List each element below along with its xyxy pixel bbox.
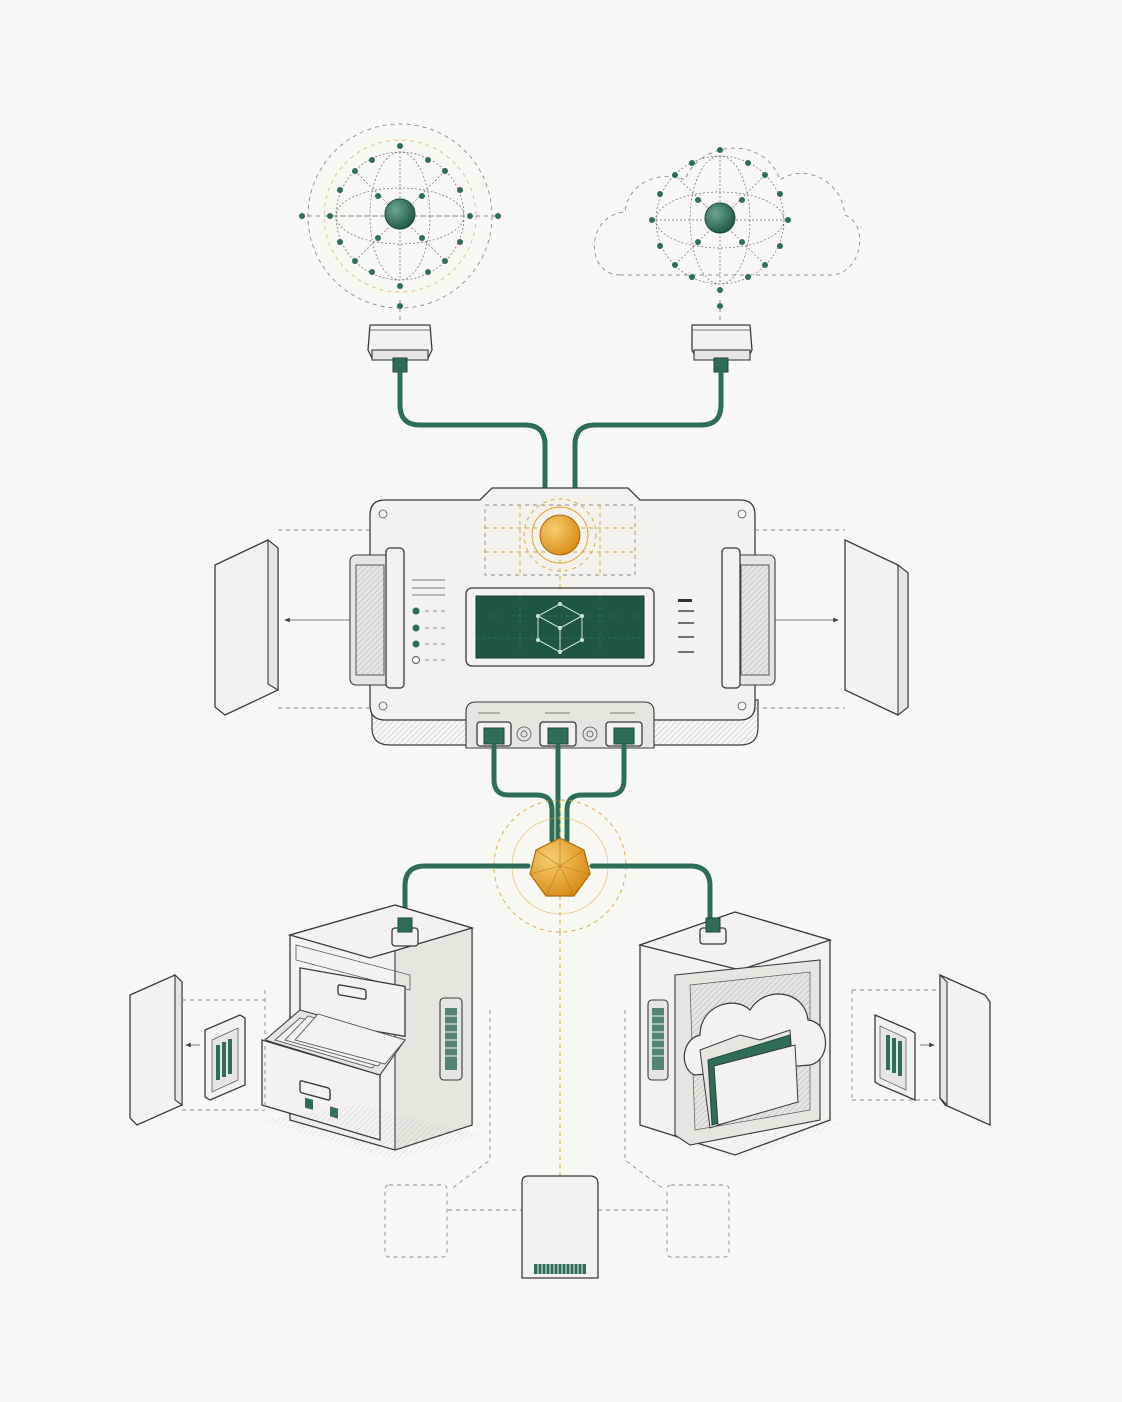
filing-cabinet-icon xyxy=(260,904,480,1160)
bottom-connector-lines xyxy=(448,1010,666,1211)
hub-right-panel xyxy=(755,529,909,717)
left-side-slot xyxy=(349,547,405,689)
top-cables xyxy=(397,369,724,503)
right-side-slot xyxy=(721,547,776,689)
right-storage-panel xyxy=(851,973,991,1127)
memory-card-icon xyxy=(521,1175,599,1279)
right-top-connector xyxy=(691,300,753,373)
empty-slot-left xyxy=(384,1184,448,1258)
cloud-folder-box-icon xyxy=(637,911,840,1160)
empty-slot-right xyxy=(666,1184,730,1258)
orange-orb-icon xyxy=(539,514,581,556)
right-memory-module xyxy=(874,1014,935,1101)
left-storage-panel xyxy=(129,973,266,1126)
status-bars xyxy=(678,599,694,653)
node-to-storage-cables xyxy=(402,863,713,931)
port-1 xyxy=(476,721,512,747)
port-3 xyxy=(605,721,643,747)
hub-device-icon xyxy=(349,487,776,749)
port-2 xyxy=(539,721,577,747)
hub-left-panel xyxy=(214,529,370,716)
hub-port-bay xyxy=(465,701,655,749)
hub-to-node-cables xyxy=(491,743,627,843)
status-leds xyxy=(412,579,445,664)
left-top-connector xyxy=(367,300,433,373)
hub-screen xyxy=(465,587,655,667)
left-memory-module xyxy=(185,1014,246,1101)
globe-mesh-icon xyxy=(299,123,501,309)
cloud-mesh-icon xyxy=(593,147,861,309)
